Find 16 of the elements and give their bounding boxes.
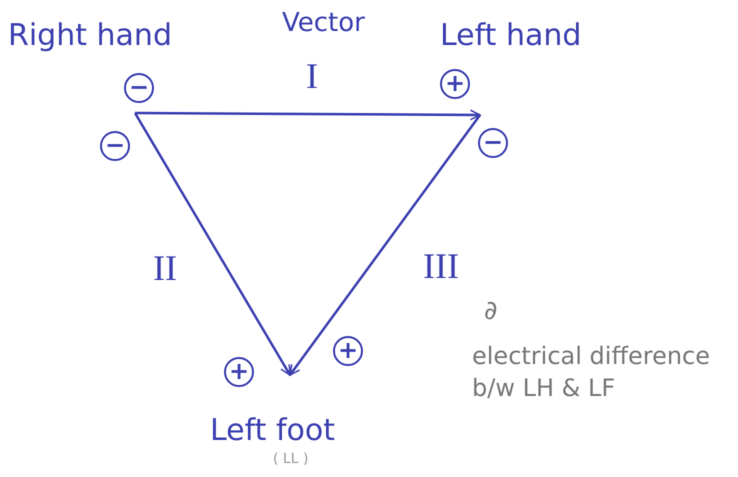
polarity-sign: + xyxy=(333,336,363,366)
polarity-sign: − xyxy=(478,128,508,158)
polarity-sign: − xyxy=(100,131,130,161)
heading: Vector xyxy=(282,8,365,38)
arrow xyxy=(289,114,481,376)
note: electrical difference b/w LH & LF xyxy=(472,341,712,404)
polarity-sign: + xyxy=(224,357,254,387)
polarity-sign: − xyxy=(124,73,154,103)
arrow xyxy=(135,109,481,120)
arrow xyxy=(134,112,292,376)
node-note: ( LL ) xyxy=(273,451,308,467)
node-label: Left hand xyxy=(440,18,582,53)
symbol: ∂ xyxy=(484,296,498,326)
node-label: Left foot xyxy=(210,413,336,448)
polarity-sign: + xyxy=(440,69,470,99)
node-label: Right hand xyxy=(8,18,172,53)
